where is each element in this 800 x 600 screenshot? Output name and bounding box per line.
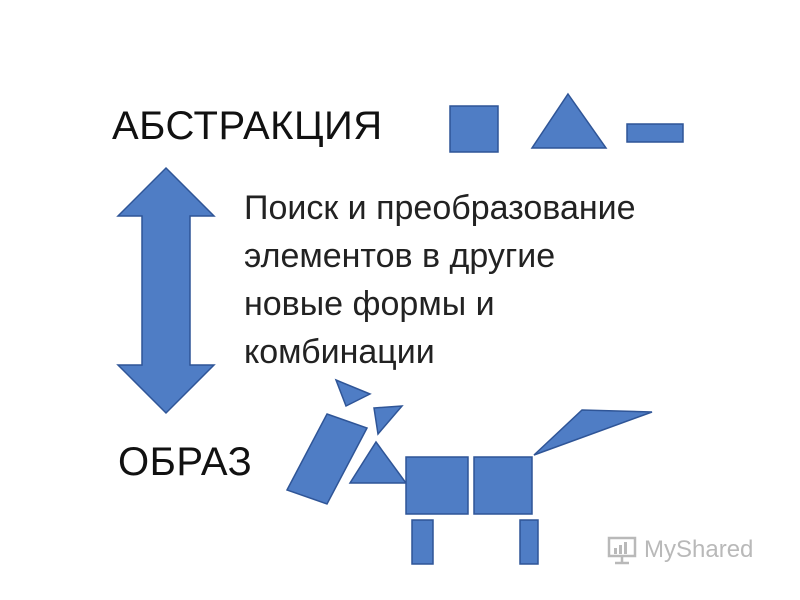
abstract-bar	[626, 123, 684, 143]
description-line: элементов в другие	[244, 237, 556, 275]
description-line: Поиск и преобразование	[244, 189, 636, 227]
dog-body-back	[473, 456, 533, 515]
abstract-triangle	[530, 92, 608, 149]
dog-ear-left	[334, 378, 372, 408]
abstract-square	[449, 105, 499, 153]
myshared-watermark: MyShared	[606, 534, 753, 566]
presentation-icon	[607, 536, 637, 565]
description-line: новые формы и	[244, 285, 495, 323]
dog-tail	[533, 409, 653, 456]
dog-body-front	[405, 456, 469, 515]
dog-neck-triangle	[348, 440, 408, 484]
description-text: Поиск и преобразование элементов в други…	[244, 184, 684, 376]
description-line: комбинации	[244, 333, 435, 371]
double-arrow	[116, 166, 216, 415]
dog-ear-right	[373, 405, 404, 436]
watermark-text: MyShared	[644, 536, 754, 563]
image-label: ОБРАЗ	[118, 440, 253, 484]
dog-head	[285, 413, 369, 505]
abstraction-label: АБСТРАКЦИЯ	[112, 104, 383, 148]
dog-leg-back	[519, 519, 539, 565]
dog-leg-front	[411, 519, 434, 565]
